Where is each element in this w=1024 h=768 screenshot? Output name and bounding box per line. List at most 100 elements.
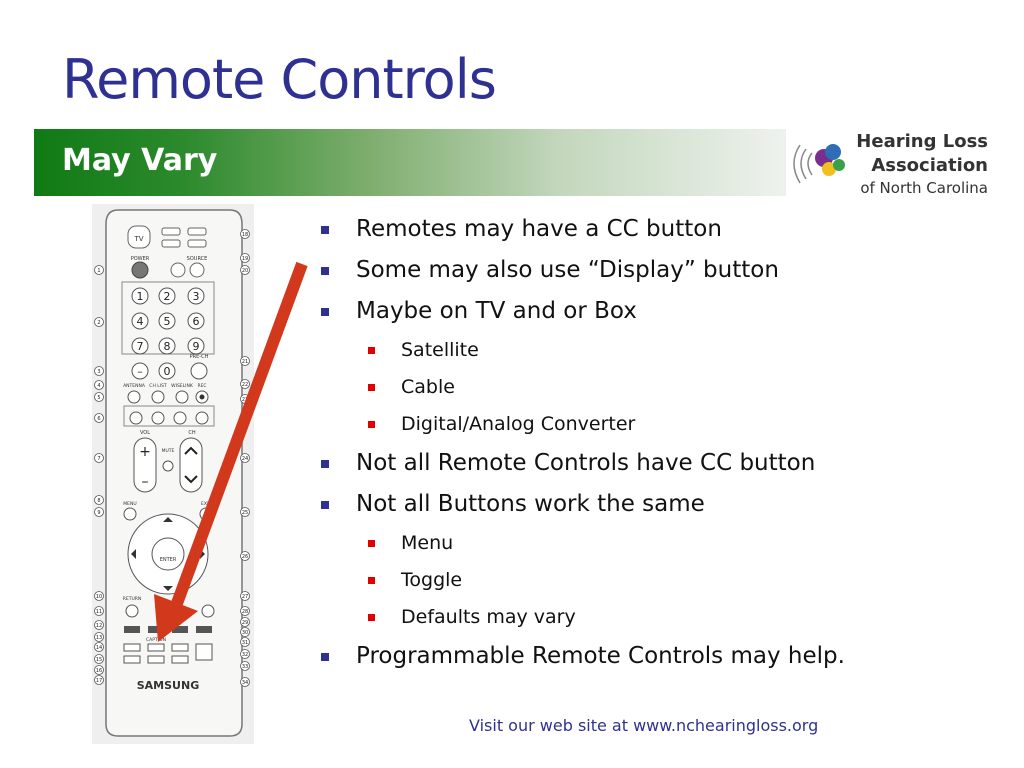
- exit-button: [199, 507, 213, 521]
- bullet-item: Programmable Remote Controls may help.: [318, 637, 1008, 678]
- mute-label: MUTE: [162, 448, 175, 454]
- callout-number: 16: [96, 668, 102, 674]
- sub-bullet-item: Cable: [318, 370, 1008, 407]
- caption-button: [147, 643, 165, 652]
- square-bullet-icon: [321, 501, 329, 509]
- numpad-digit: 6: [193, 315, 200, 328]
- bullet-list: Remotes may have a CC button Some may al…: [318, 210, 1008, 678]
- callout-number: 17: [96, 678, 102, 684]
- callout-number: 21: [242, 359, 248, 365]
- source-button: [189, 262, 205, 278]
- menu-button: [123, 507, 137, 521]
- bullet-text: Cable: [401, 376, 455, 398]
- rec-label: REC: [197, 383, 206, 389]
- footer-link[interactable]: Visit our web site at www.nchearingloss.…: [469, 716, 819, 735]
- tv-button: [127, 225, 151, 249]
- bullet-text: Menu: [401, 532, 454, 554]
- square-bullet-icon: [368, 347, 375, 354]
- svg-text:–: –: [142, 474, 149, 490]
- bullet-item: Not all Remote Controls have CC button: [318, 444, 1008, 485]
- bullet-text: Not all Buttons work the same: [356, 491, 705, 517]
- numpad-digit: 1: [137, 290, 144, 303]
- numpad-digit: 4: [137, 315, 144, 328]
- logo-line-1: Hearing Loss: [856, 131, 988, 152]
- callout-number: 27: [242, 594, 248, 600]
- callout-number: 6: [97, 416, 100, 422]
- prech-button: [190, 362, 208, 380]
- vol-label: VOL: [140, 430, 150, 436]
- tv-label: TV: [133, 235, 143, 243]
- power-label: POWER: [131, 256, 150, 262]
- slide-title: Remote Controls: [62, 48, 497, 111]
- square-bullet-icon: [368, 614, 375, 621]
- callout-number: 14: [96, 645, 102, 651]
- power-button: [131, 261, 149, 279]
- sub-bullet-item: Defaults may vary: [318, 600, 1008, 637]
- ch-label: CH: [188, 430, 195, 436]
- callout-number: 11: [96, 609, 102, 615]
- square-bullet-icon: [368, 421, 375, 428]
- callout-number: 8: [97, 498, 100, 504]
- numpad-digit: 9: [193, 340, 200, 353]
- sub-bullet-item: Menu: [318, 526, 1008, 563]
- bullet-item: Not all Buttons work the same: [318, 485, 1008, 526]
- numpad-digit: 2: [164, 290, 171, 303]
- callout-number: 20: [242, 268, 248, 274]
- square-bullet-icon: [368, 384, 375, 391]
- brand-label: SAMSUNG: [137, 679, 199, 692]
- wiselink-label: WISELINK: [171, 383, 194, 389]
- bullet-item: Remotes may have a CC button: [318, 210, 1008, 251]
- menu-label: MENU: [123, 501, 136, 507]
- callout-number: 28: [242, 609, 248, 615]
- square-bullet-icon: [321, 460, 329, 468]
- callout-number: 15: [96, 657, 102, 663]
- callout-number: 7: [97, 456, 100, 462]
- callout-number: 18: [242, 232, 248, 238]
- return-label: RETURN: [123, 596, 142, 602]
- callout-number: 24: [242, 456, 248, 462]
- callout-number: 32: [242, 652, 248, 658]
- svg-text:–: –: [137, 365, 143, 378]
- bullet-item: Maybe on TV and or Box: [318, 292, 1008, 333]
- numpad-digit: 8: [164, 340, 171, 353]
- square-bullet-icon: [321, 226, 329, 234]
- callout-number: 29: [242, 620, 248, 626]
- callout-number: 31: [242, 640, 248, 646]
- callout-number: 3: [97, 369, 100, 375]
- callout-number: 34: [242, 680, 248, 686]
- prech-label: PRE-CH: [190, 354, 209, 360]
- caption-label: CAPTION: [146, 637, 166, 643]
- square-bullet-icon: [321, 653, 329, 661]
- numpad-digit: 0: [164, 365, 171, 378]
- callout-number: 33: [242, 664, 248, 670]
- square-bullet-icon: [321, 308, 329, 316]
- bullet-text: Programmable Remote Controls may help.: [356, 643, 845, 669]
- chlist-label: CH LIST: [149, 383, 167, 389]
- subtitle: May Vary: [62, 143, 218, 178]
- sub-bullet-item: Digital/Analog Converter: [318, 407, 1008, 444]
- bullet-item: Some may also use “Display” button: [318, 251, 1008, 292]
- callout-number: 5: [97, 395, 100, 401]
- sub-bullet-item: Toggle: [318, 563, 1008, 600]
- callout-number: 1: [97, 268, 100, 274]
- callout-number: 19: [242, 256, 248, 262]
- numpad-digit: 5: [164, 315, 171, 328]
- square-bullet-icon: [368, 577, 375, 584]
- callout-number: 25: [242, 510, 248, 516]
- callout-number: 23: [242, 397, 248, 403]
- callout-number: 13: [96, 635, 102, 641]
- mute-button: [162, 460, 174, 472]
- svg-text:+: +: [139, 444, 151, 460]
- square-bullet-icon: [321, 267, 329, 275]
- subtitle-band: May Vary: [34, 129, 786, 196]
- sub-bullet-item: Satellite: [318, 333, 1008, 370]
- channel-rocker: [179, 437, 203, 493]
- callout-number: 2: [97, 320, 100, 326]
- numpad-digit: 7: [137, 340, 144, 353]
- logo-line-3: of North Carolina: [860, 179, 988, 197]
- enter-label: ENTER: [160, 557, 177, 563]
- callout-number: 30: [242, 630, 248, 636]
- callout-number: 26: [242, 554, 248, 560]
- hlanc-logo: Hearing Loss Association of North Caroli…: [786, 125, 992, 203]
- callout-number: 22: [242, 382, 248, 388]
